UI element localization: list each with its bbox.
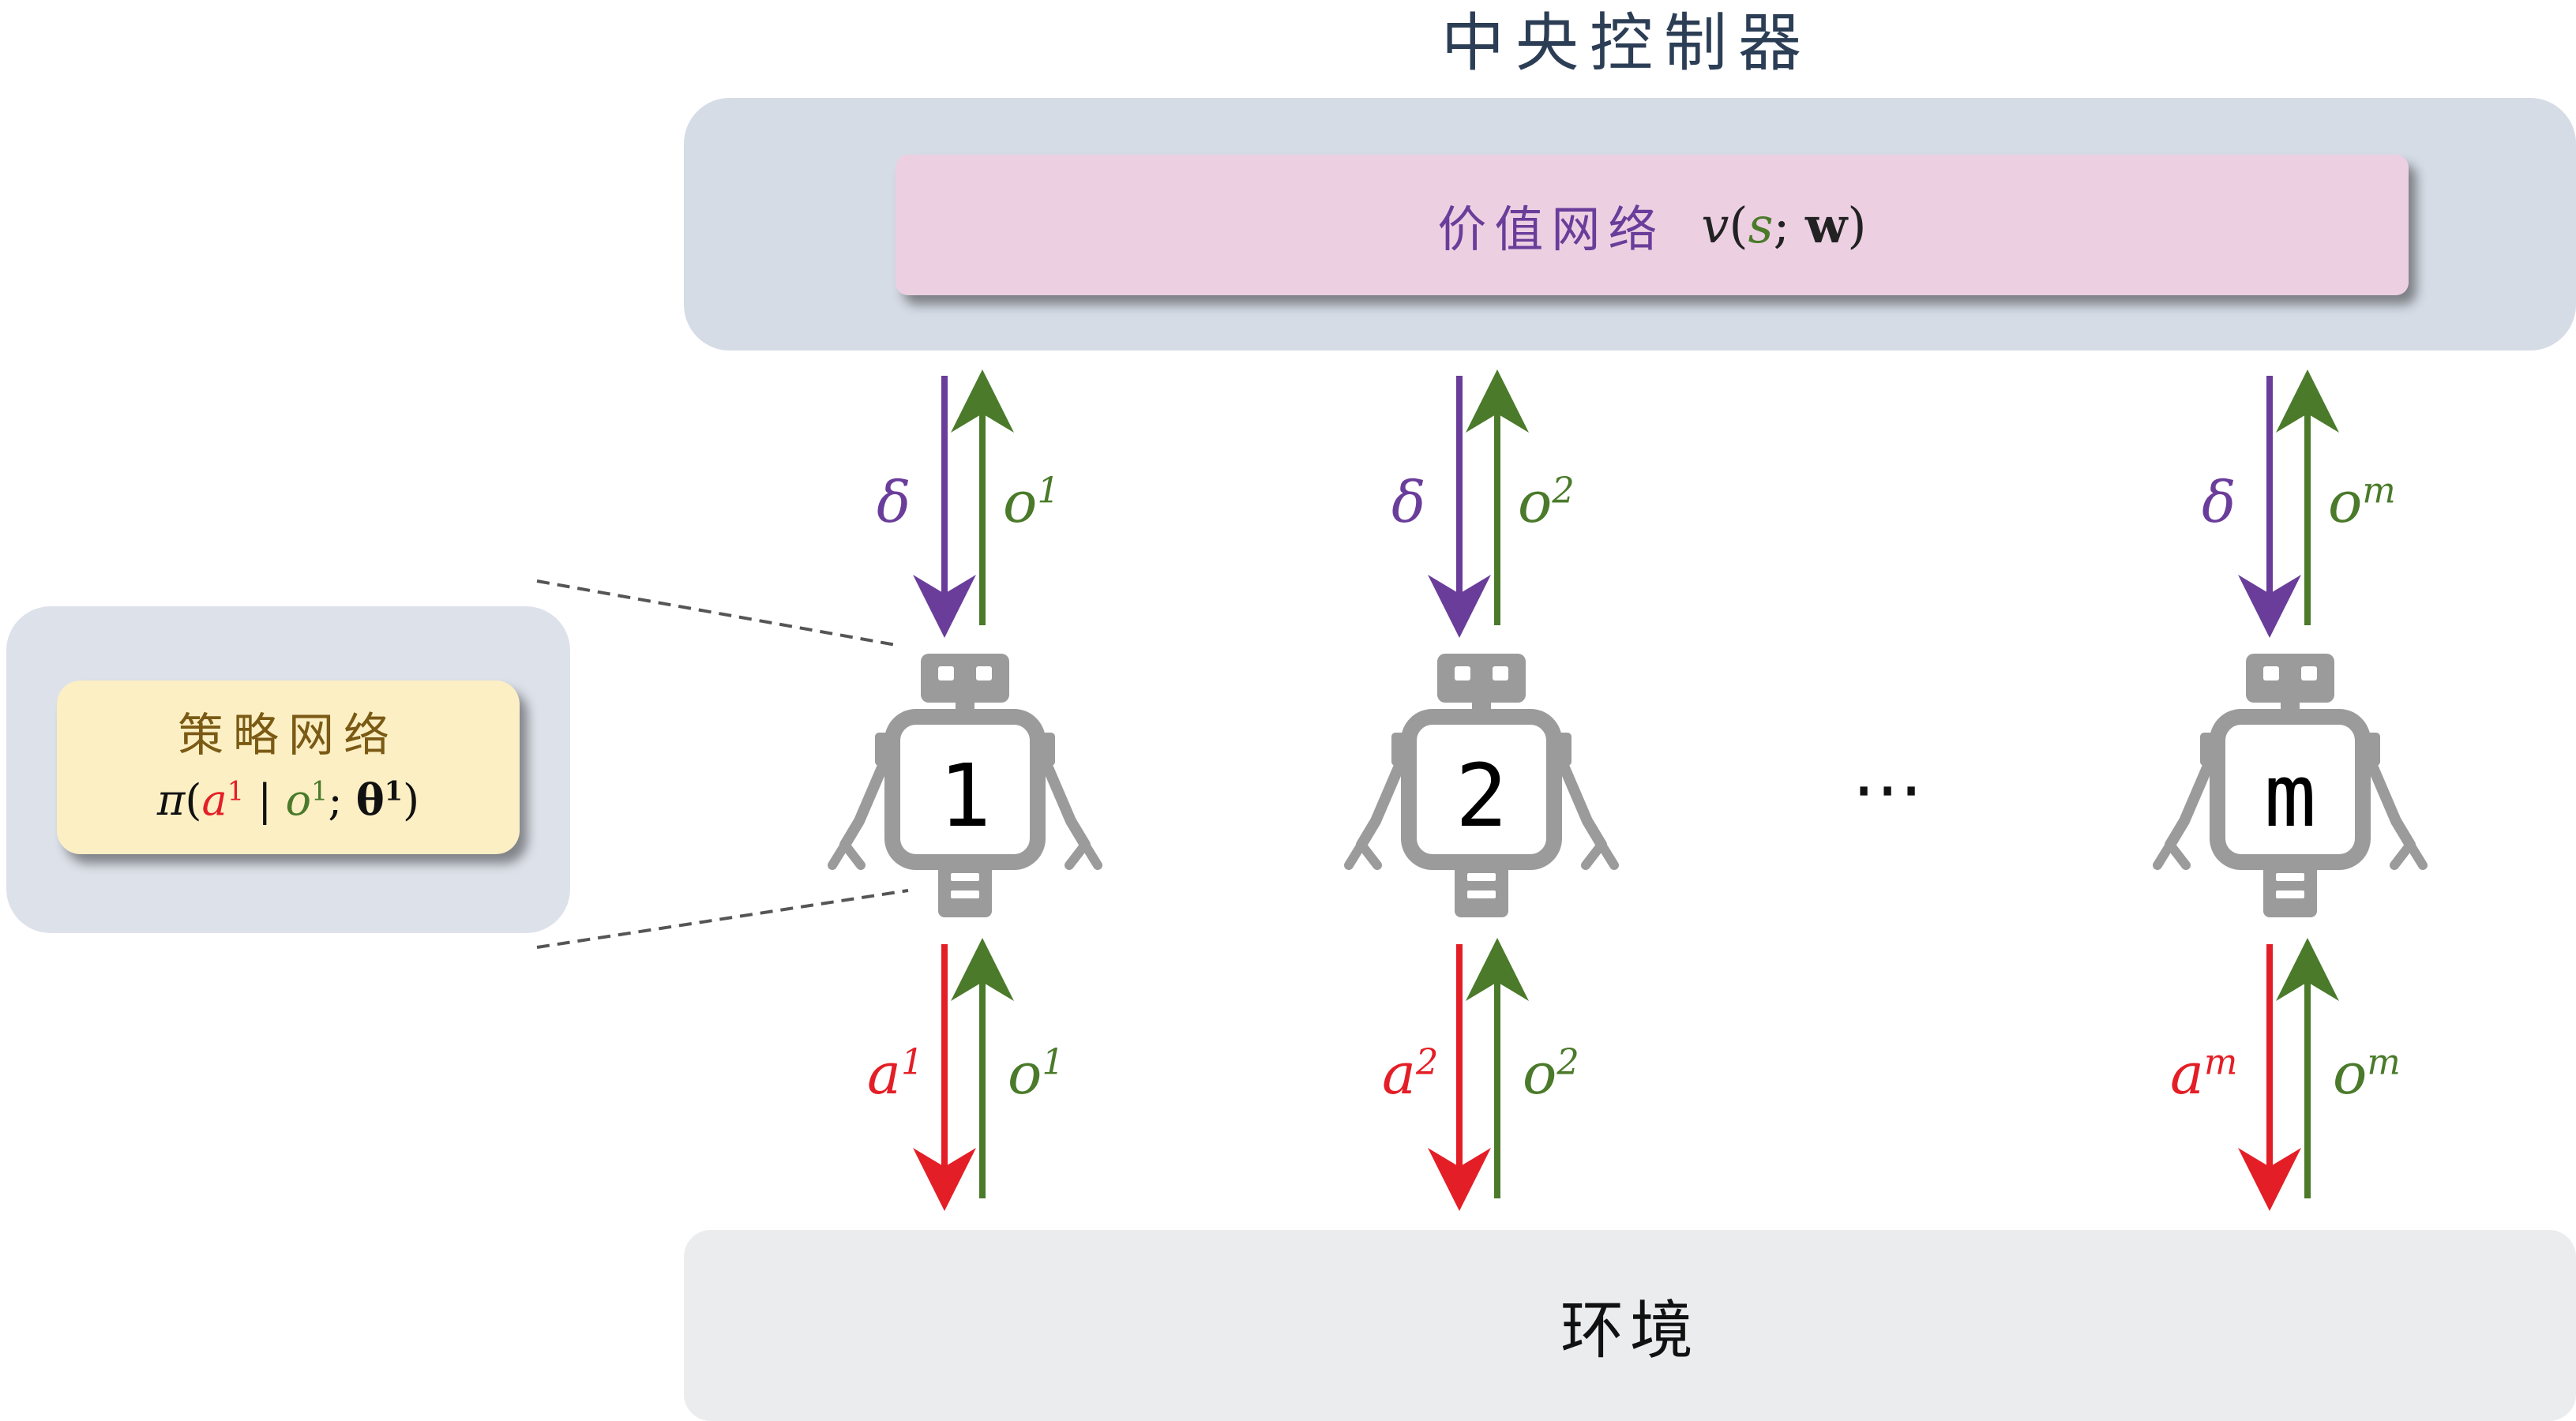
robot-number-1: 1 [939, 745, 991, 846]
value-network-formula: v(s; w) [1701, 196, 1867, 254]
agent-m: m [2157, 369, 2423, 1211]
agent-m-delta-label: δ [2202, 469, 2236, 535]
agent-1-top-obs-label: o1 [1003, 469, 1060, 535]
robot-number-2: 2 [1455, 745, 1508, 846]
agent-1-action-label: a1 [867, 1040, 924, 1107]
agent-2: 2 [1349, 369, 1614, 1211]
agent-2-delta-label: δ [1391, 469, 1426, 535]
value-network-box: 价值网络 v(s; w) [896, 155, 2409, 295]
value-network-label: 价值网络 [1437, 201, 1665, 258]
environment-box: 环境 [684, 1230, 2576, 1421]
policy-network-box: 策略网络 π(a1 | o1; θ1) [57, 681, 520, 854]
ellipsis: ⋯ [1852, 748, 1923, 830]
callout-line-bottom [536, 889, 909, 949]
agent-2-top-obs-label: o2 [1518, 469, 1575, 535]
agent-m-action-label: am [2170, 1040, 2238, 1107]
agent-m-top-obs-label: om [2328, 469, 2396, 535]
environment-label: 环境 [1560, 1294, 1699, 1367]
policy-network-formula: π(a1 | o1; θ1) [156, 774, 420, 825]
agent-2-action-label: a2 [1382, 1040, 1439, 1107]
callout-line-top [536, 579, 901, 647]
agent-2-bottom-obs-label: o2 [1523, 1040, 1579, 1107]
central-controller-title: 中央控制器 [1441, 6, 1812, 80]
robot-number-m: m [2264, 745, 2316, 846]
policy-network-label: 策略网络 [177, 707, 399, 762]
agent-1: 1 [832, 369, 1098, 1211]
agent-1-bottom-obs-label: o1 [1008, 1040, 1065, 1107]
agent-m-bottom-obs-label: om [2333, 1040, 2401, 1107]
agent-1-delta-label: δ [877, 469, 911, 535]
